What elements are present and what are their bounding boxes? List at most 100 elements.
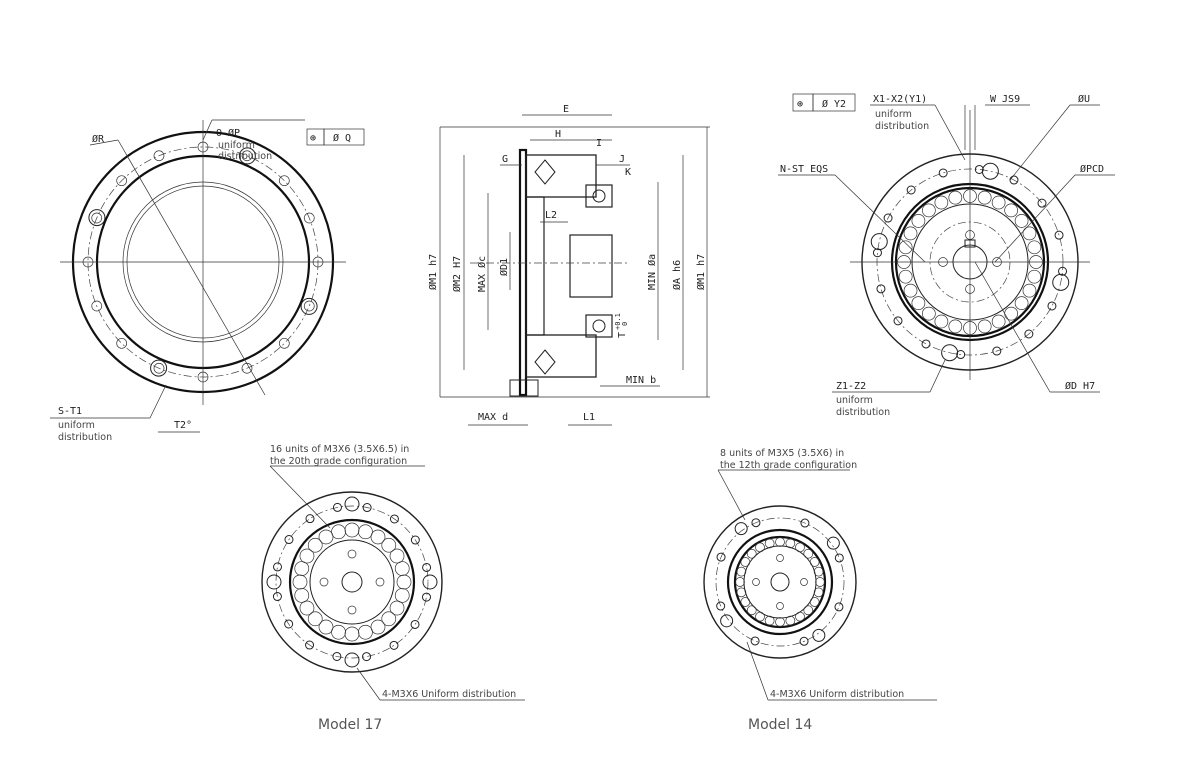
roller bbox=[299, 600, 315, 616]
roller bbox=[292, 574, 308, 590]
roller bbox=[735, 577, 745, 587]
bolt-hole bbox=[716, 601, 726, 611]
roller bbox=[381, 537, 397, 553]
screw-head bbox=[826, 536, 840, 550]
roller bbox=[903, 283, 918, 298]
label-z-note: uniform bbox=[836, 395, 873, 406]
roller bbox=[785, 615, 796, 626]
label-screws-note: uniform bbox=[58, 420, 95, 431]
bolt-hole bbox=[278, 337, 290, 349]
dim-max-c: MAX Øc bbox=[476, 256, 488, 292]
label-tolerance-q: Ø Q bbox=[333, 132, 351, 144]
label-u: ØU bbox=[1078, 93, 1090, 105]
section-view bbox=[439, 114, 710, 426]
roller bbox=[934, 314, 949, 329]
label-tolerance-y2: Ø Y2 bbox=[822, 98, 846, 110]
roller bbox=[746, 605, 757, 616]
bolt-hole bbox=[410, 535, 420, 545]
label-w: W JS9 bbox=[990, 94, 1020, 105]
roller bbox=[389, 600, 405, 616]
bolt-hole bbox=[197, 371, 209, 383]
dim-k: K bbox=[625, 167, 631, 178]
screw-head bbox=[238, 147, 256, 165]
bolt-hole bbox=[389, 640, 399, 650]
dim-max-d: MAX d bbox=[478, 412, 508, 423]
roller bbox=[1027, 269, 1042, 284]
screw-head bbox=[734, 522, 748, 536]
dim-i: I bbox=[596, 138, 602, 149]
roller bbox=[898, 269, 913, 284]
bolt-hole bbox=[278, 175, 290, 187]
bolt-hole bbox=[347, 549, 357, 559]
bolt-hole bbox=[241, 362, 253, 374]
roller bbox=[785, 538, 796, 549]
bolt-hole bbox=[893, 316, 903, 326]
roller bbox=[795, 542, 805, 553]
roller bbox=[775, 617, 785, 627]
screw-head bbox=[1052, 273, 1070, 291]
dim-m1-right: ØM1 h7 bbox=[695, 254, 707, 290]
bolt-hole bbox=[965, 284, 975, 294]
bolt-hole bbox=[752, 578, 760, 586]
roller bbox=[1014, 296, 1029, 311]
dim-m2: ØM2 H7 bbox=[451, 256, 463, 292]
bolt-hole bbox=[362, 652, 372, 662]
bolt-hole bbox=[116, 175, 128, 187]
roller bbox=[963, 189, 977, 203]
bolt-hole bbox=[241, 150, 253, 162]
roller bbox=[1027, 240, 1042, 255]
model-17-note: 16 units of M3X6 (3.5X6.5) in bbox=[270, 444, 409, 455]
bolt-hole bbox=[319, 577, 329, 587]
model-17-title: Model 17 bbox=[318, 717, 382, 733]
roller bbox=[318, 619, 334, 635]
roller bbox=[963, 321, 977, 335]
screw-head bbox=[941, 344, 959, 362]
bolt-hole bbox=[91, 212, 103, 224]
roller bbox=[746, 548, 757, 559]
label-pcd: ØPCD bbox=[1080, 163, 1104, 175]
bolt-hole bbox=[956, 350, 966, 360]
dim-j: J bbox=[619, 154, 625, 165]
roller bbox=[815, 577, 825, 587]
roller bbox=[809, 557, 820, 567]
bolt-hole bbox=[992, 346, 1002, 356]
roller bbox=[331, 624, 346, 640]
bolt-hole bbox=[421, 592, 431, 602]
model-17-view bbox=[261, 465, 525, 701]
bolt-hole bbox=[965, 230, 975, 240]
bolt-hole bbox=[992, 257, 1002, 267]
roller bbox=[740, 597, 751, 607]
bolt-hole bbox=[800, 578, 808, 586]
roller bbox=[299, 548, 315, 564]
roller bbox=[1014, 213, 1029, 228]
bolt-hole bbox=[1054, 230, 1064, 240]
bolt-hole bbox=[422, 562, 432, 572]
roller bbox=[344, 626, 360, 642]
bolt-hole bbox=[1058, 266, 1068, 276]
roller bbox=[991, 195, 1006, 210]
bolt-hole bbox=[305, 514, 315, 524]
bolt-hole bbox=[800, 518, 810, 528]
bolt-hole bbox=[116, 337, 128, 349]
dim-min-a: MIN Øa bbox=[646, 254, 658, 290]
bolt-hole bbox=[410, 619, 420, 629]
roller bbox=[977, 190, 992, 205]
roller bbox=[903, 226, 918, 241]
roller bbox=[1004, 306, 1019, 321]
roller bbox=[394, 561, 410, 576]
bolt-hole bbox=[153, 150, 165, 162]
model-14-bolt-note: 4-M3X6 Uniform distribution bbox=[770, 689, 904, 700]
label-phi-r: ØR bbox=[92, 133, 105, 145]
label-x-note: uniform bbox=[875, 109, 912, 120]
bolt-hole bbox=[834, 553, 844, 563]
dim-t-tol-upper: +0.1 bbox=[614, 313, 622, 330]
model-14-view bbox=[703, 469, 937, 701]
bolt-hole bbox=[332, 502, 342, 512]
roller bbox=[897, 255, 911, 269]
roller bbox=[813, 587, 824, 598]
dim-d1: ØD1 bbox=[498, 258, 510, 276]
roller bbox=[396, 574, 412, 590]
roller bbox=[764, 538, 775, 549]
label-d-h7: ØD H7 bbox=[1065, 380, 1095, 392]
roller bbox=[307, 537, 323, 553]
